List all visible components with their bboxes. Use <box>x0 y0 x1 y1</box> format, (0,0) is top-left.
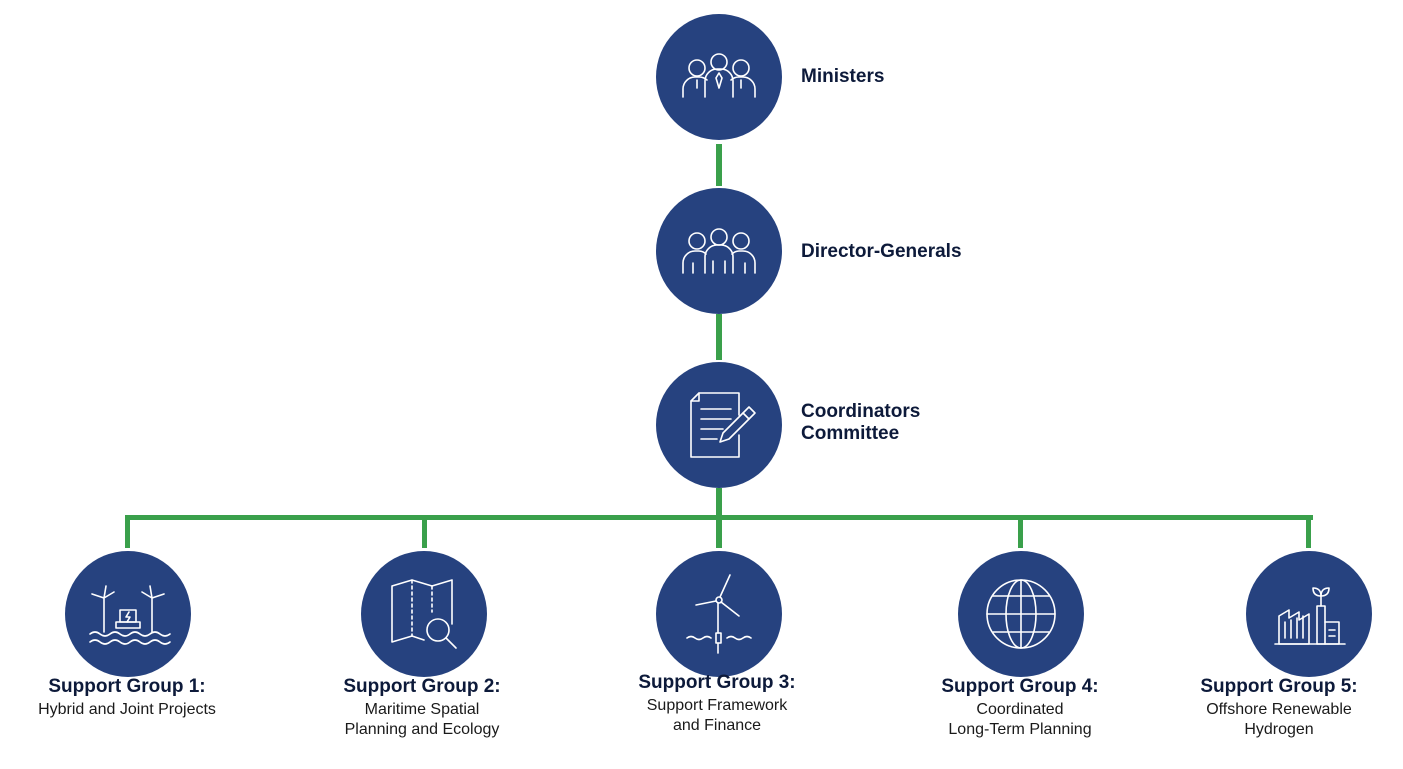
support-group-5-label: Support Group 5: Offshore Renewable Hydr… <box>1159 676 1399 740</box>
coordinators-committee-node <box>656 362 782 488</box>
support-group-5-node <box>1246 551 1372 677</box>
wind-turbine-icon <box>686 574 752 654</box>
support-group-1-label: Support Group 1: Hybrid and Joint Projec… <box>7 676 247 720</box>
support-group-1-description: Hybrid and Joint Projects <box>38 701 216 718</box>
support-group-1-node <box>65 551 191 677</box>
map-search-icon <box>391 579 457 649</box>
support-group-3-description: Support Framework and Finance <box>646 697 788 734</box>
ministers-node <box>656 14 782 140</box>
support-group-5-title: Support Group 5: <box>1200 676 1358 697</box>
connector-ministers-dg <box>716 144 722 186</box>
team-icon <box>682 228 756 274</box>
support-group-3-node <box>656 551 782 677</box>
globe-icon <box>986 579 1056 649</box>
support-group-4-node <box>958 551 1084 677</box>
factory-sprout-icon <box>1274 587 1346 645</box>
director-generals-node <box>656 188 782 314</box>
people-group-icon <box>682 53 756 98</box>
support-group-3-title: Support Group 3: <box>638 672 796 693</box>
support-group-2-description: Maritime Spatial Planning and Ecology <box>344 701 500 738</box>
support-group-5-description: Offshore Renewable Hydrogen <box>1206 701 1352 738</box>
support-group-4-title: Support Group 4: <box>941 676 1099 697</box>
connector-cc-bus <box>716 488 722 518</box>
support-group-4-description: Coordinated Long-Term Planning <box>948 701 1092 738</box>
support-group-3-label: Support Group 3: Support Framework and F… <box>597 672 837 736</box>
support-group-4-label: Support Group 4: Coordinated Long-Term P… <box>900 676 1140 740</box>
connector-sg5 <box>1306 515 1311 548</box>
support-group-2-label: Support Group 2: Maritime Spatial Planni… <box>302 676 542 740</box>
connector-dg-cc <box>716 314 722 360</box>
director-generals-label: Director-Generals <box>801 241 962 262</box>
connector-sg2 <box>422 515 427 548</box>
connector-sg1 <box>125 515 130 548</box>
connector-sg4 <box>1018 515 1023 548</box>
document-pen-icon <box>690 392 756 458</box>
ministers-label: Ministers <box>801 66 885 87</box>
support-group-1-title: Support Group 1: <box>48 676 206 697</box>
connector-sg3 <box>716 515 722 548</box>
coordinators-committee-label: Coordinators Committee <box>801 401 921 444</box>
support-group-2-node <box>361 551 487 677</box>
offshore-wind-hub-icon <box>89 585 171 645</box>
support-group-2-title: Support Group 2: <box>343 676 501 697</box>
